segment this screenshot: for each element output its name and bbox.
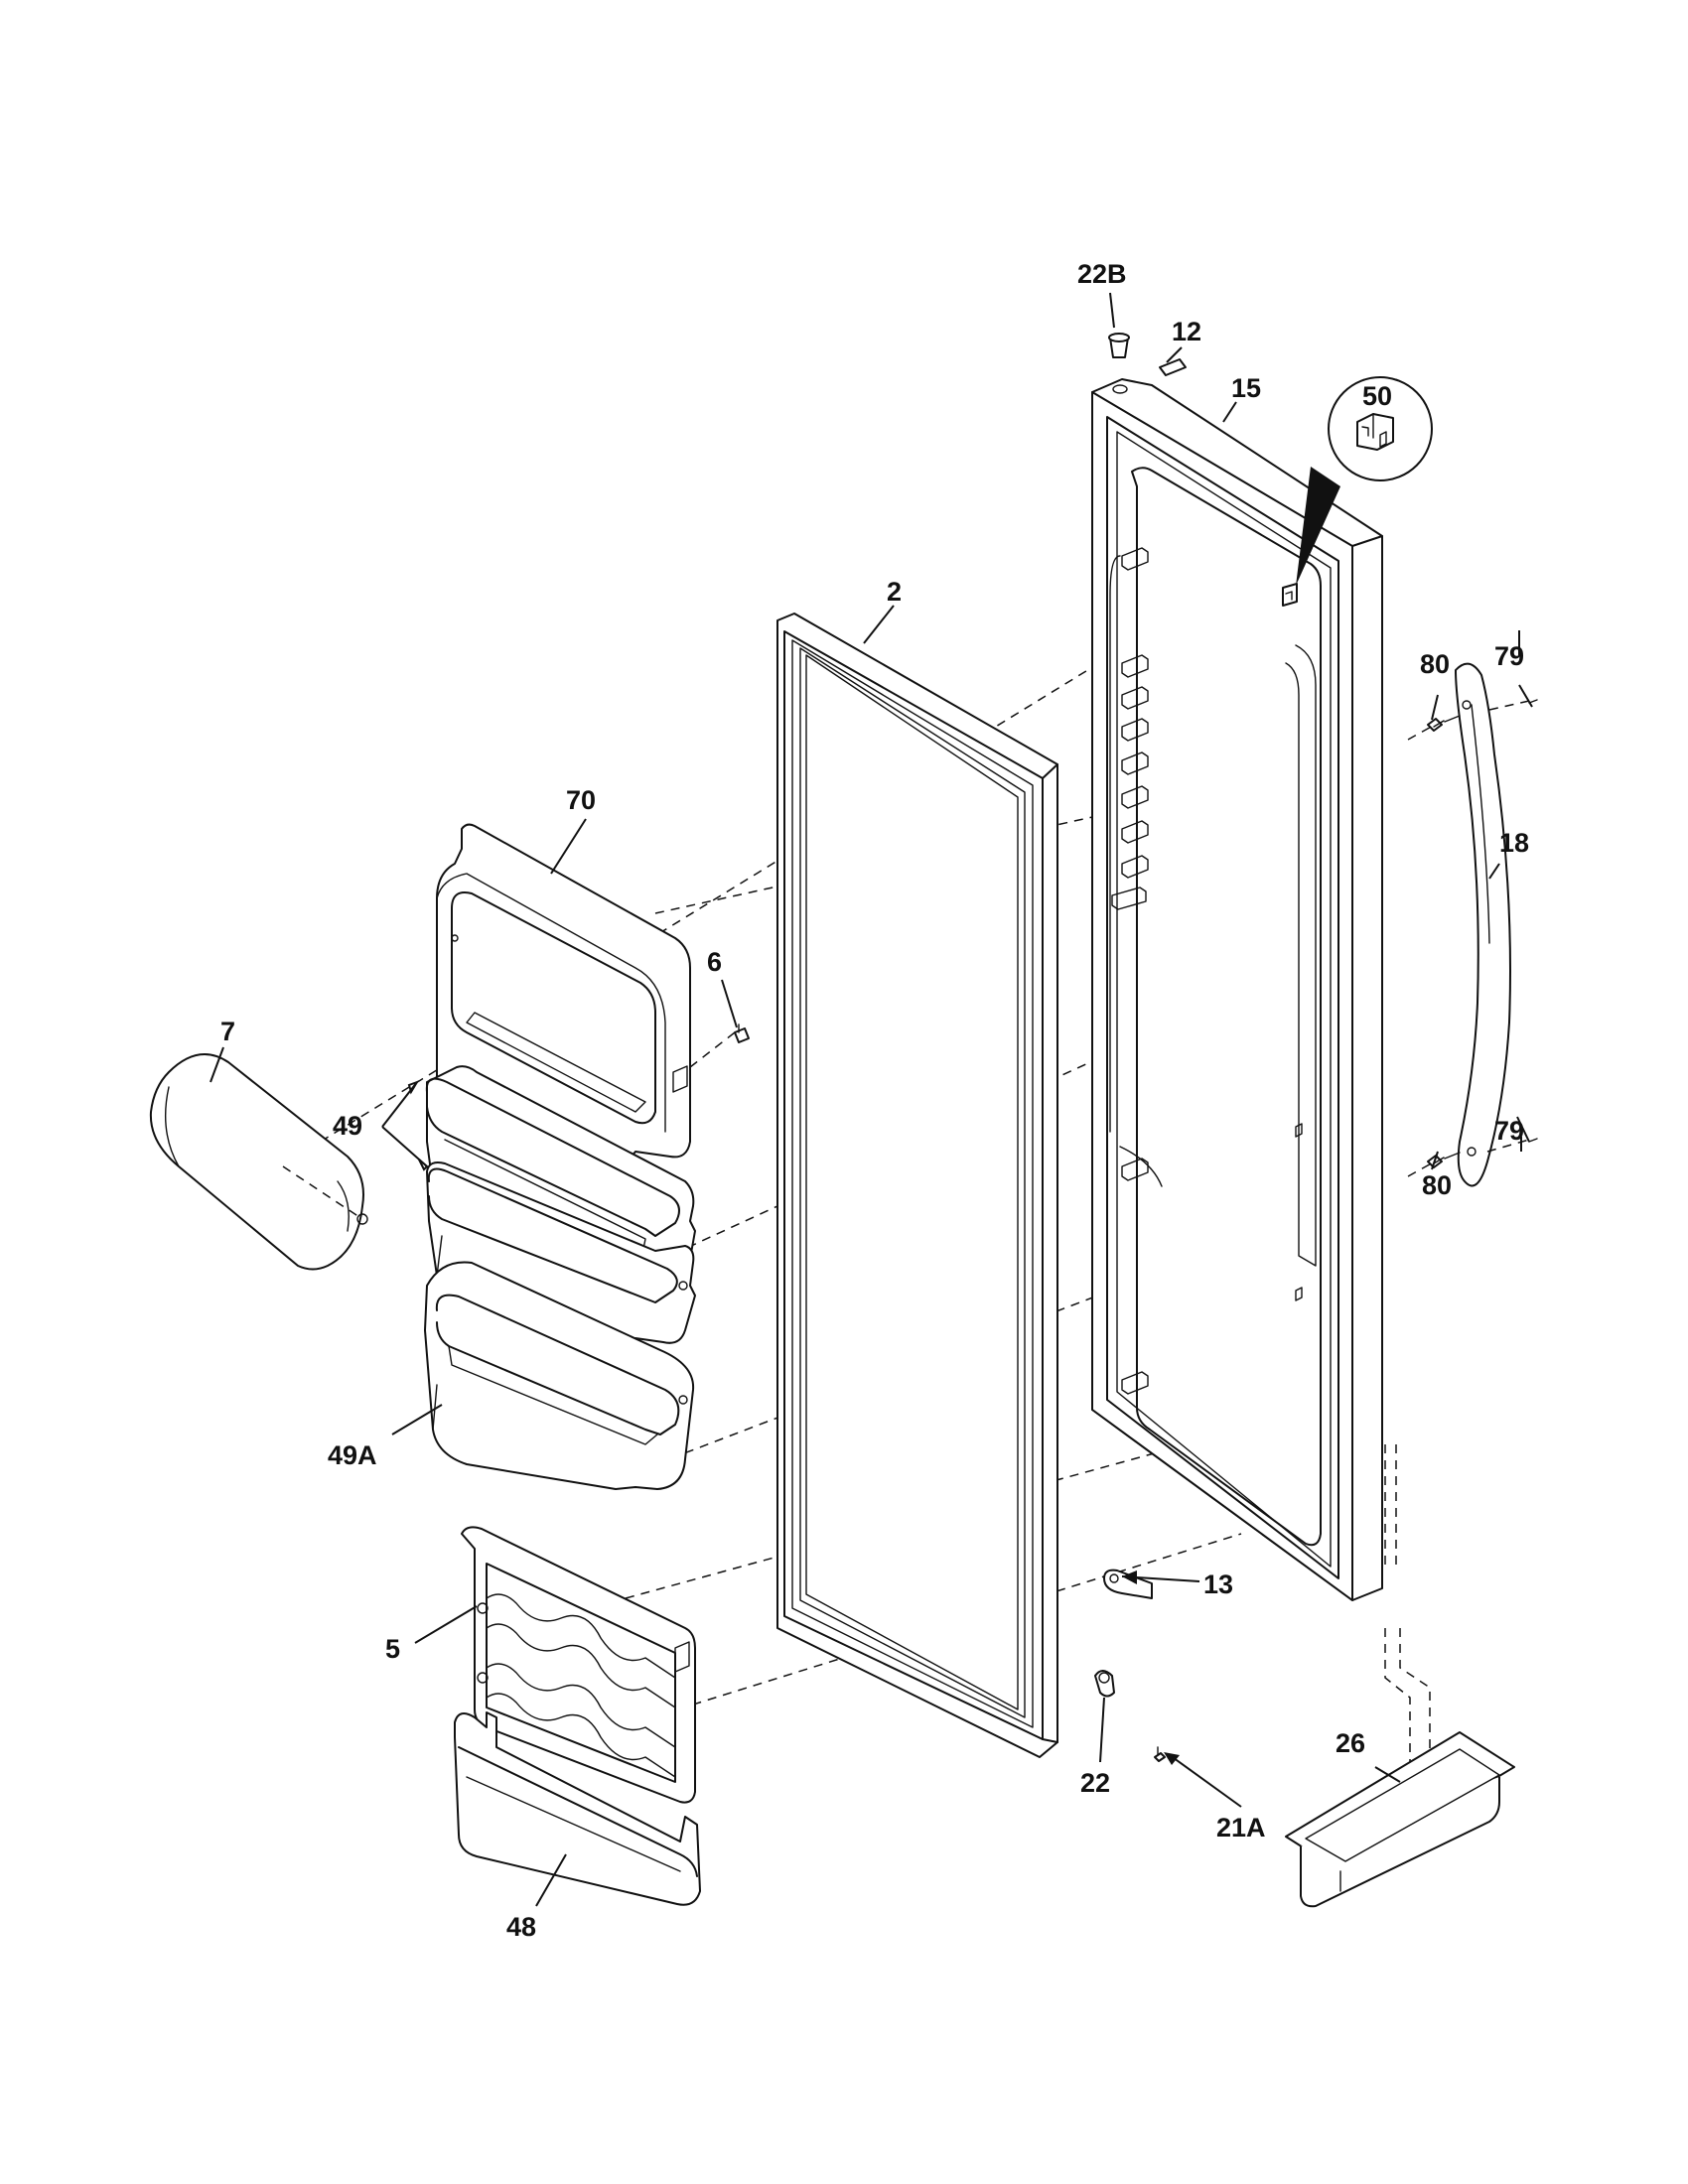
callout-49a: 49A	[328, 1440, 377, 1470]
callout-79-bottom: 79	[1494, 1116, 1524, 1146]
callout-2: 2	[887, 577, 902, 607]
callout-5: 5	[385, 1634, 400, 1664]
callout-21a: 21A	[1216, 1813, 1266, 1843]
part-2-gasket	[776, 613, 1058, 1758]
callout-7: 7	[220, 1017, 235, 1046]
callout-80-bottom: 80	[1422, 1170, 1452, 1200]
callout-12: 12	[1172, 317, 1201, 346]
callout-18: 18	[1499, 828, 1529, 858]
callout-22b: 22B	[1077, 259, 1127, 289]
callout-15: 15	[1231, 373, 1261, 403]
callout-13: 13	[1203, 1570, 1233, 1599]
callout-50: 50	[1362, 381, 1392, 411]
callout-79-top: 79	[1494, 641, 1524, 671]
part-50-clip	[1282, 583, 1298, 607]
part-22b-bushing	[1108, 333, 1130, 358]
leader-lines	[210, 292, 1533, 1907]
callout-48: 48	[506, 1912, 536, 1942]
part-13-hinge	[1103, 1569, 1153, 1599]
part-21a-screw	[1154, 1746, 1166, 1762]
part-7-dairy-door	[149, 1053, 368, 1271]
callout-70: 70	[566, 785, 596, 815]
part-26-utility-bin	[1285, 1731, 1515, 1908]
callout-49: 49	[333, 1111, 362, 1141]
part-12-plate	[1159, 358, 1187, 376]
callout-26: 26	[1336, 1728, 1365, 1758]
part-6-clip	[689, 1024, 750, 1068]
part-49a-door-bin	[424, 1261, 695, 1490]
door-shelf-stops	[1111, 547, 1303, 1395]
callout-labels: 22B 12 15 50 2 80 79 70 18 6 7 49 80 79 …	[220, 259, 1529, 1942]
part-48-bottom-bin	[454, 1711, 701, 1906]
hinge-hole	[1112, 384, 1128, 394]
callout-80-top: 80	[1420, 649, 1450, 679]
part-18-handle	[1455, 662, 1511, 1187]
part-22-hinge-pin	[1094, 1670, 1115, 1698]
part-50-detail-inset	[1296, 376, 1433, 586]
callout-6: 6	[707, 947, 722, 977]
door-assembly	[1091, 378, 1383, 1601]
callout-22: 22	[1080, 1768, 1110, 1798]
